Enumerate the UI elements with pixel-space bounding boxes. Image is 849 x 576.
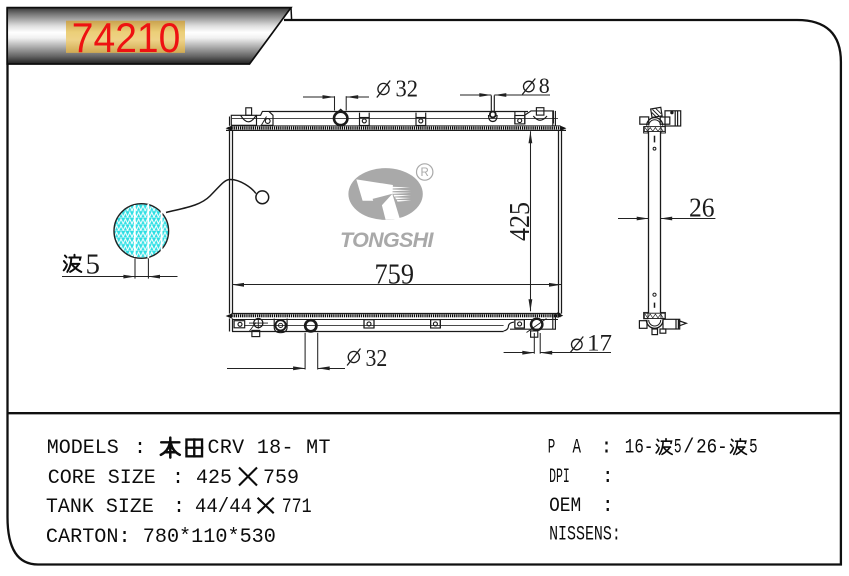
svg-text:44/44: 44/44 <box>195 496 252 519</box>
svg-text:DPI: DPI <box>549 466 570 489</box>
svg-text:TANK SIZE: TANK SIZE <box>46 496 154 519</box>
svg-text:CORE SIZE: CORE SIZE <box>48 467 156 490</box>
svg-text:CRV 18- MT: CRV 18- MT <box>208 437 331 460</box>
svg-text:CARTON: 780*110*530: CARTON: 780*110*530 <box>46 526 276 549</box>
svg-text:OEM: OEM <box>549 495 581 518</box>
svg-text::: : <box>601 437 613 460</box>
svg-text:5: 5 <box>86 249 101 281</box>
svg-text:425: 425 <box>196 467 232 490</box>
svg-text:5: 5 <box>674 437 682 460</box>
svg-text:/: / <box>683 437 694 460</box>
svg-text:MODELS: MODELS <box>47 437 119 460</box>
svg-text:17: 17 <box>587 331 612 356</box>
svg-text:32: 32 <box>396 77 419 103</box>
svg-text:P: P <box>548 437 556 460</box>
svg-text:759: 759 <box>375 258 415 290</box>
svg-text:8: 8 <box>539 73 550 98</box>
svg-text:R: R <box>421 167 429 179</box>
svg-text:NISSENS:: NISSENS: <box>549 524 621 547</box>
svg-text:26-: 26- <box>696 437 728 460</box>
svg-text:771: 771 <box>282 496 312 519</box>
svg-text::: : <box>602 466 614 489</box>
svg-text::: : <box>173 496 185 519</box>
svg-text:16-: 16- <box>625 437 654 460</box>
svg-text:A: A <box>573 437 582 460</box>
svg-text:759: 759 <box>263 467 299 490</box>
svg-text:32: 32 <box>366 346 388 372</box>
svg-text::: : <box>602 495 614 518</box>
svg-text:26: 26 <box>689 192 715 222</box>
svg-text::: : <box>172 467 184 490</box>
svg-text::: : <box>134 437 146 460</box>
svg-text:74210: 74210 <box>72 14 181 61</box>
svg-text:TONGSHI: TONGSHI <box>340 228 435 252</box>
svg-text:425: 425 <box>504 202 536 241</box>
svg-text:5: 5 <box>749 437 758 460</box>
